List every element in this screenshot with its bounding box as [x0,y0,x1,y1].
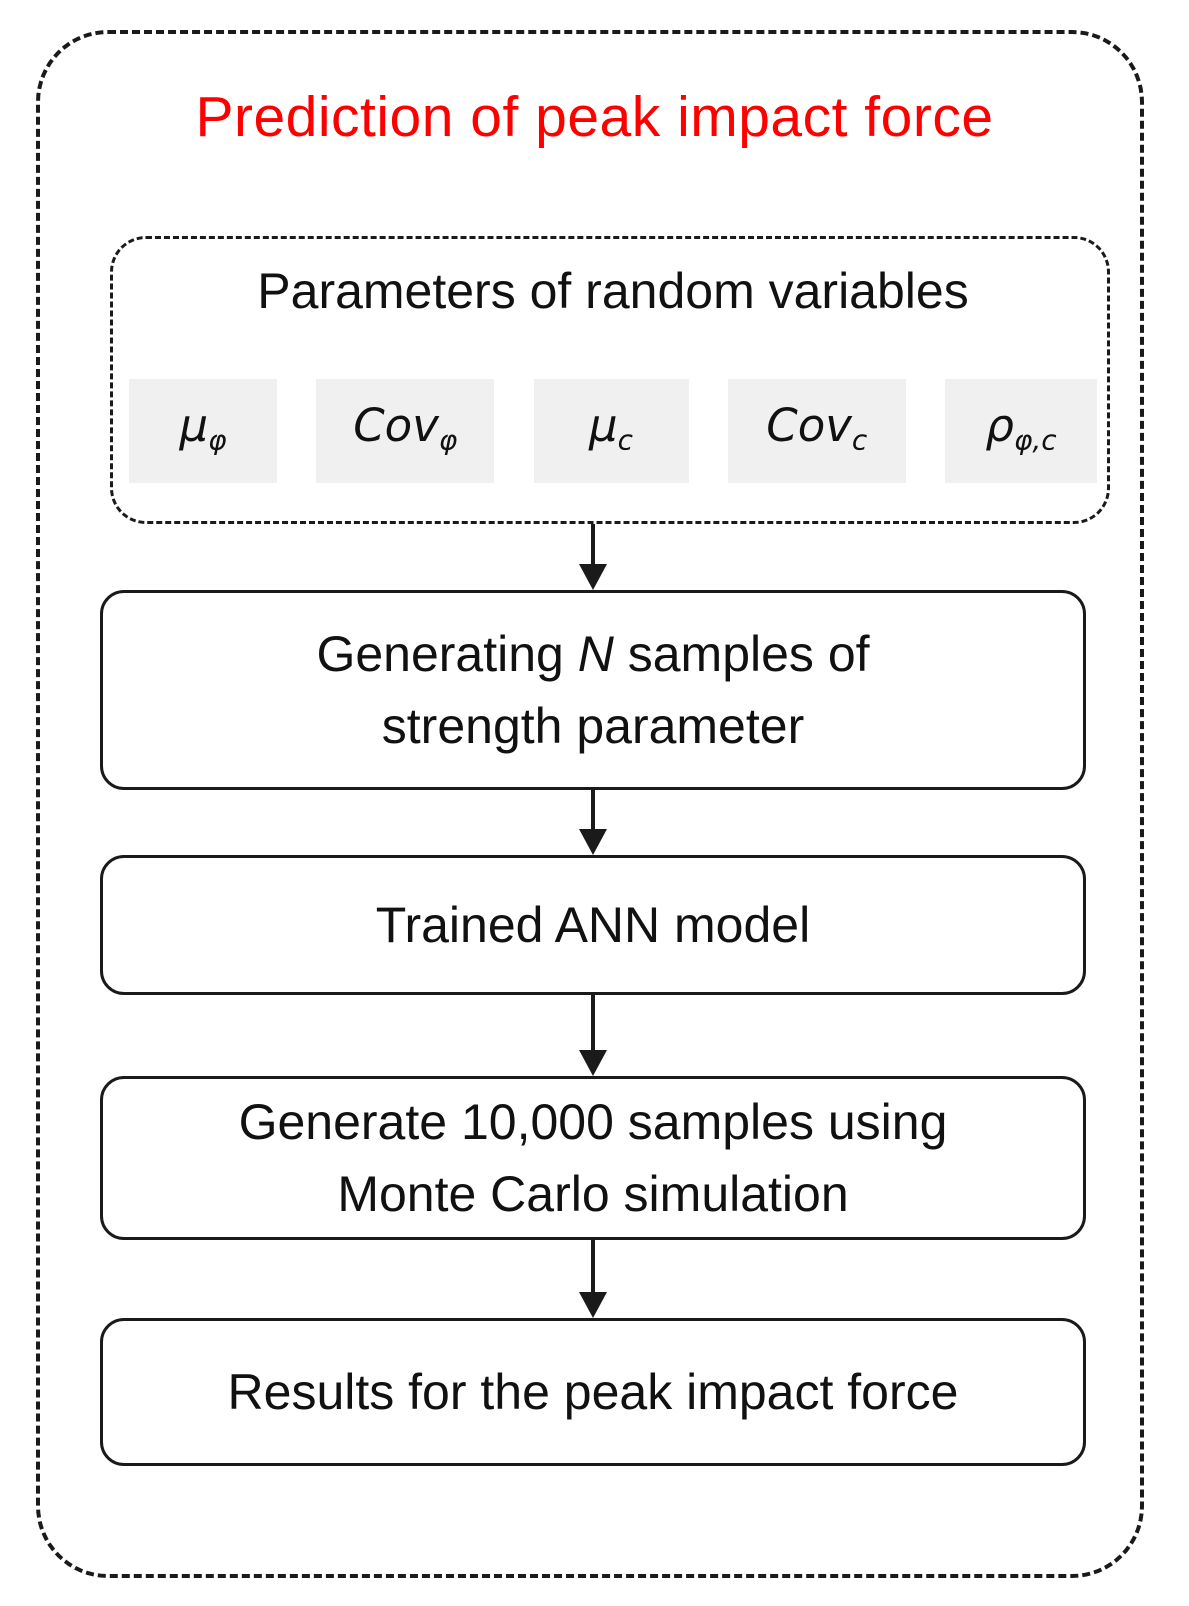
step-trained-ann-label: Trained ANN model [356,889,830,961]
step-line-1: Results for the peak impact force [227,1364,959,1420]
parameter-chip-mu-c[interactable]: μc [533,379,689,483]
step-line-1: Trained ANN model [375,897,811,953]
step-generate-samples-label: Generating N samples of strength paramet… [296,618,889,762]
step-line-1-emphasis: N [577,626,614,682]
parameter-chip-cov-c[interactable]: Covc [727,379,906,483]
parameter-symbol-mu-c: μc [589,398,633,457]
arrow-stem [591,524,595,566]
arrow-generate-to-ann [579,790,607,855]
parameter-chip-cov-phi[interactable]: Covφ [316,379,495,483]
step-line-2: Monte Carlo simulation [337,1166,849,1222]
step-monte-carlo[interactable]: Generate 10,000 samples using Monte Carl… [100,1076,1086,1240]
step-line-1-part-b: samples of [613,626,870,682]
step-generate-samples[interactable]: Generating N samples of strength paramet… [100,590,1086,790]
parameters-group-heading: Parameters of random variables [257,263,969,319]
arrow-head-icon [579,1292,607,1318]
arrow-head-icon [579,564,607,590]
step-line-1: Generate 10,000 samples using [238,1094,948,1150]
arrow-ann-to-mc [579,995,607,1076]
parameters-group: Parameters of random variables μφ Covφ μ… [110,236,1110,524]
parameter-symbol-cov-phi: Covφ [353,398,458,457]
parameter-symbol-cov-c: Covc [766,398,868,457]
arrow-stem [591,790,595,831]
parameter-chip-mu-phi[interactable]: μφ [129,379,277,483]
step-results[interactable]: Results for the peak impact force [100,1318,1086,1466]
step-line-1-part-a: Generating [316,626,578,682]
parameter-chip-rho-phi-c[interactable]: ρφ,c [945,379,1097,483]
arrow-stem [591,1240,595,1294]
arrow-head-icon [579,829,607,855]
step-results-label: Results for the peak impact force [208,1356,979,1428]
arrow-mc-to-results [579,1240,607,1318]
arrow-head-icon [579,1050,607,1076]
step-monte-carlo-label: Generate 10,000 samples using Monte Carl… [219,1086,968,1230]
arrow-params-to-generate [579,524,607,590]
parameter-chips-row: μφ Covφ μc Covc ρφ,c [129,379,1097,483]
arrow-stem [591,995,595,1052]
parameter-symbol-mu-phi: μφ [179,398,227,457]
parameter-symbol-rho-phi-c: ρφ,c [985,398,1057,457]
step-line-2: strength parameter [381,698,805,754]
diagram-outer-frame [36,30,1144,1578]
step-trained-ann[interactable]: Trained ANN model [100,855,1086,995]
page-title: Prediction of peak impact force [195,85,994,149]
